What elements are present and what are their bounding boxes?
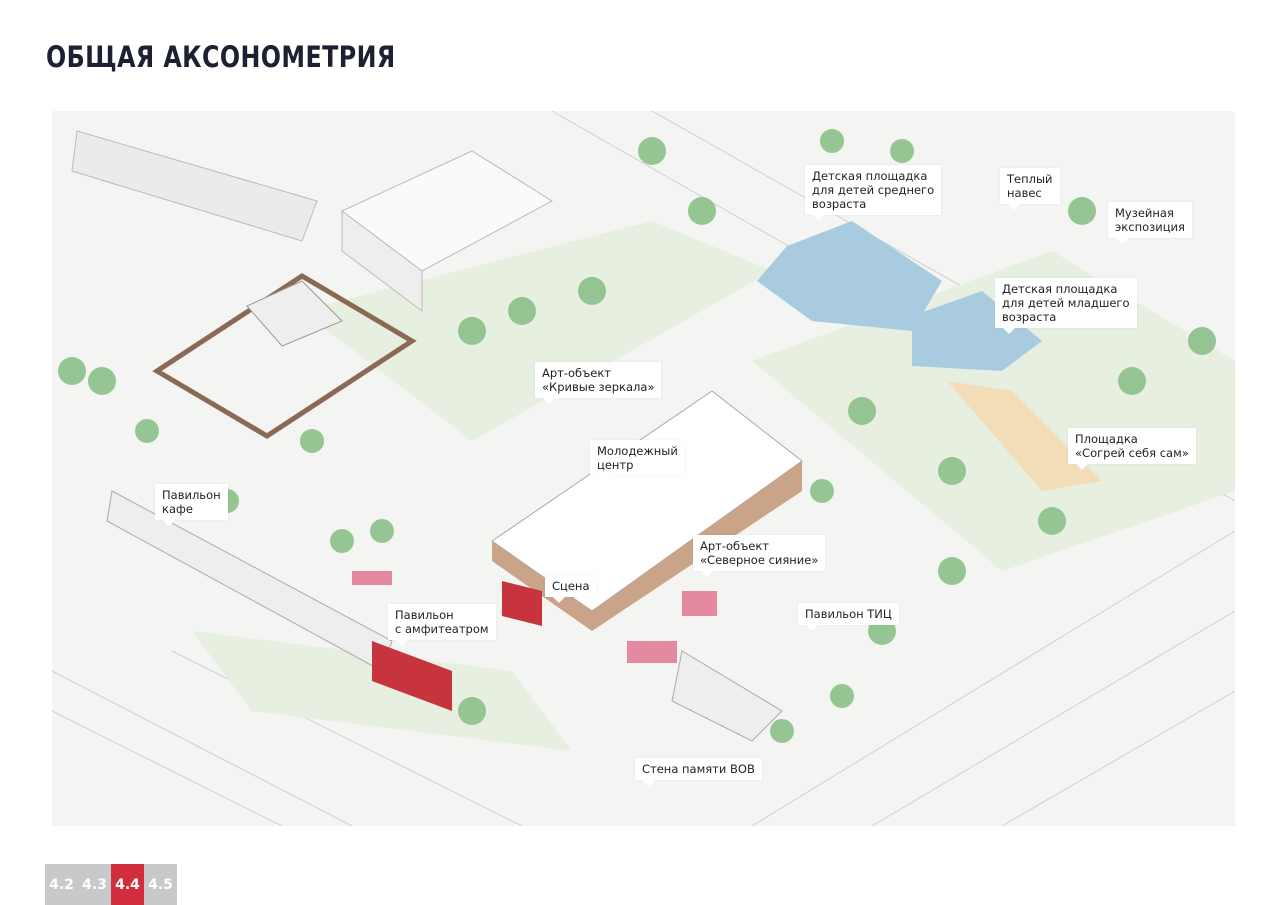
label-cafe-pavilion: Павильон кафе xyxy=(155,484,228,526)
label-youth-center: Молодежный центр xyxy=(590,440,685,482)
label-museum-exposition: Музейная экспозиция xyxy=(1108,202,1192,244)
label-memorial-wall: Стена памяти ВОВ xyxy=(635,758,762,786)
label-art-object-northern-lights: Арт-объект «Северное сияние» xyxy=(693,535,826,577)
label-warm-canopy: Теплый навес xyxy=(1000,168,1060,210)
page-navigation: 4.2 4.3 4.4 4.5 xyxy=(45,864,177,905)
label-warm-yourself-area: Площадка «Согрей себя сам» xyxy=(1068,428,1196,470)
label-playground-young-age: Детская площадка для детей младшего возр… xyxy=(995,278,1137,334)
label-tic-pavilion: Павильон ТИЦ xyxy=(798,603,899,631)
page-link-4-5[interactable]: 4.5 xyxy=(144,864,177,905)
label-playground-middle-age: Детская площадка для детей среднего возр… xyxy=(805,165,942,221)
page-link-4-3[interactable]: 4.3 xyxy=(78,864,111,905)
site-plan-drawing xyxy=(52,111,1235,826)
page-title: ОБЩАЯ АКСОНОМЕТРИЯ xyxy=(46,40,396,74)
label-stage: Сцена xyxy=(545,575,597,603)
label-amphitheater-pavilion: Павильон с амфитеатром xyxy=(388,604,496,646)
label-art-object-mirrors: Арт-объект «Кривые зеркала» xyxy=(535,362,662,404)
page-link-4-2[interactable]: 4.2 xyxy=(45,864,78,905)
axonometric-illustration: Детская площадка для детей среднего возр… xyxy=(52,111,1235,826)
page-link-4-4-current[interactable]: 4.4 xyxy=(111,864,144,905)
